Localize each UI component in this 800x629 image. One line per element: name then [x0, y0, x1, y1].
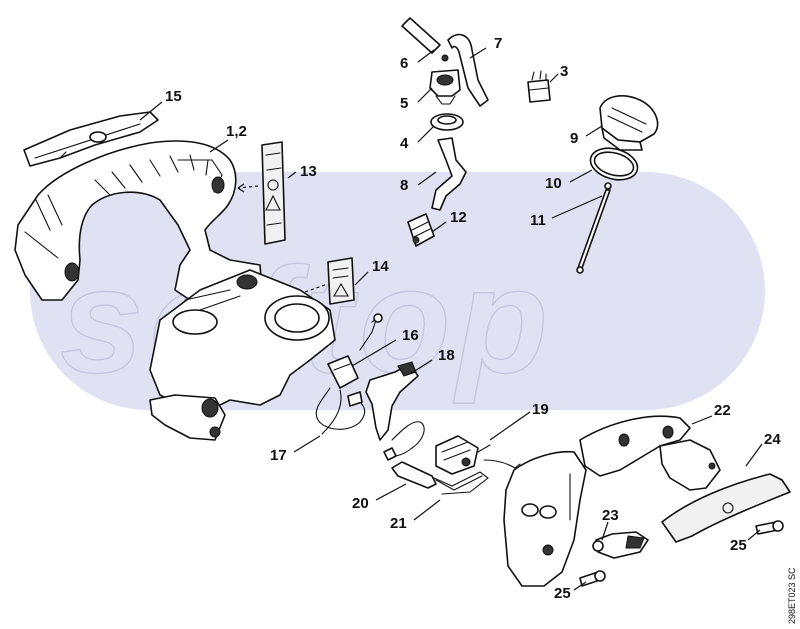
callout-23: 23 — [602, 507, 619, 524]
callout-4: 4 — [400, 135, 409, 152]
part-19-lever-unit[interactable] — [435, 435, 521, 475]
callout-6: 6 — [400, 55, 408, 72]
callout-18: 18 — [438, 347, 455, 364]
callout-25-bottom: 25 — [554, 585, 571, 602]
callout-11: 11 — [530, 212, 546, 229]
part-15-cover-strip[interactable] — [23, 111, 159, 167]
callout-1-2: 1,2 — [226, 123, 247, 140]
reference-code: 298ET023 SC — [787, 567, 797, 624]
part-18-throttle-trigger[interactable] — [365, 361, 425, 461]
part-1-2-housing[interactable] — [14, 140, 336, 441]
callout-15: 15 — [165, 88, 182, 105]
part-handle-lower[interactable] — [503, 450, 587, 587]
part-14-label[interactable] — [304, 257, 355, 305]
part-24-handle-cover[interactable] — [661, 473, 791, 543]
part-8-fuel-hose[interactable] — [431, 137, 467, 211]
part-20-clip[interactable] — [391, 461, 437, 489]
leader-lines — [139, 47, 763, 591]
part-13-warning-label[interactable] — [237, 141, 286, 245]
callout-20: 20 — [352, 495, 369, 512]
part-25-screw-a[interactable] — [755, 520, 784, 535]
callout-7: 7 — [494, 35, 502, 52]
callout-22: 22 — [714, 402, 731, 419]
callout-12: 12 — [450, 209, 467, 226]
callout-13: 13 — [300, 163, 317, 180]
part-10-o-ring[interactable] — [587, 143, 641, 184]
callout-21: 21 — [390, 515, 407, 532]
callout-3: 3 — [560, 63, 568, 80]
part-6-hose[interactable] — [401, 17, 449, 62]
callout-19: 19 — [532, 401, 549, 418]
part-7-pipe[interactable] — [447, 33, 489, 107]
part-5-valve[interactable] — [429, 69, 461, 105]
callout-16: 16 — [402, 327, 419, 344]
part-21-wire[interactable] — [433, 471, 489, 495]
part-12-filter[interactable] — [407, 213, 435, 247]
callout-25-right: 25 — [730, 537, 747, 554]
callouts: 15 1,2 13 14 6 7 5 3 4 8 9 10 11 12 16 1… — [165, 35, 781, 602]
part-23-switch-knob[interactable] — [592, 531, 649, 559]
callout-9: 9 — [570, 130, 578, 147]
part-3-plug[interactable] — [527, 70, 551, 103]
part-11-rod[interactable] — [576, 182, 612, 274]
part-16-switch[interactable] — [327, 313, 383, 389]
callout-24: 24 — [764, 431, 781, 448]
part-4-ring[interactable] — [430, 113, 464, 131]
part-22-handle-upper[interactable] — [579, 415, 721, 491]
callout-5: 5 — [400, 95, 408, 112]
part-17-wiring[interactable] — [315, 387, 366, 435]
callout-8: 8 — [400, 177, 408, 194]
callout-14: 14 — [372, 258, 389, 275]
callout-17: 17 — [270, 447, 287, 464]
callout-10: 10 — [545, 175, 562, 192]
part-9-tank-cap[interactable] — [599, 95, 659, 151]
